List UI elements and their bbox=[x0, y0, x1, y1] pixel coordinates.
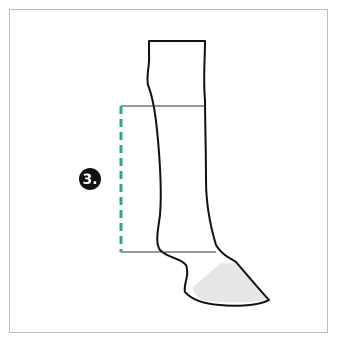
diagram-frame-border bbox=[10, 10, 328, 333]
step-number-label: 3. bbox=[82, 172, 97, 188]
hoof-shading bbox=[193, 263, 268, 302]
horse-leg-outline bbox=[147, 41, 269, 306]
